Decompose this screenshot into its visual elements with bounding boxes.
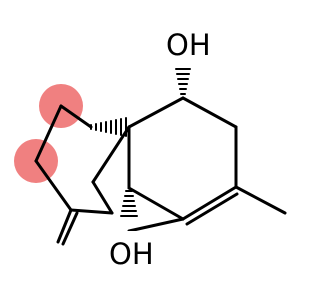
- bond: [181, 185, 238, 221]
- hashed-wedge-bond-top: [175, 68, 191, 95]
- bond: [91, 180, 114, 215]
- bond: [34, 159, 73, 212]
- bond-lines: [34, 96, 287, 246]
- label-backdrop-bottom: [108, 231, 158, 271]
- hydroxyl-label-bottom: OH: [109, 237, 154, 271]
- bond: [127, 96, 185, 129]
- hashed-wedge-bond-left: [90, 117, 127, 137]
- bond: [61, 211, 79, 246]
- bond: [69, 208, 114, 215]
- molecule-structure-diagram: OH OH: [14, 26, 287, 271]
- bond: [181, 96, 238, 129]
- label-backdrop-top: [164, 26, 212, 64]
- bond: [34, 104, 63, 163]
- bond: [59, 104, 93, 129]
- bond: [56, 208, 73, 244]
- hydroxyl-label-top: OH: [166, 28, 211, 62]
- bond: [127, 217, 185, 233]
- hashed-wedge-bond-bottom: [120, 190, 138, 217]
- bond: [127, 186, 185, 221]
- bond: [234, 185, 287, 215]
- bond: [185, 192, 239, 226]
- bond: [91, 125, 131, 184]
